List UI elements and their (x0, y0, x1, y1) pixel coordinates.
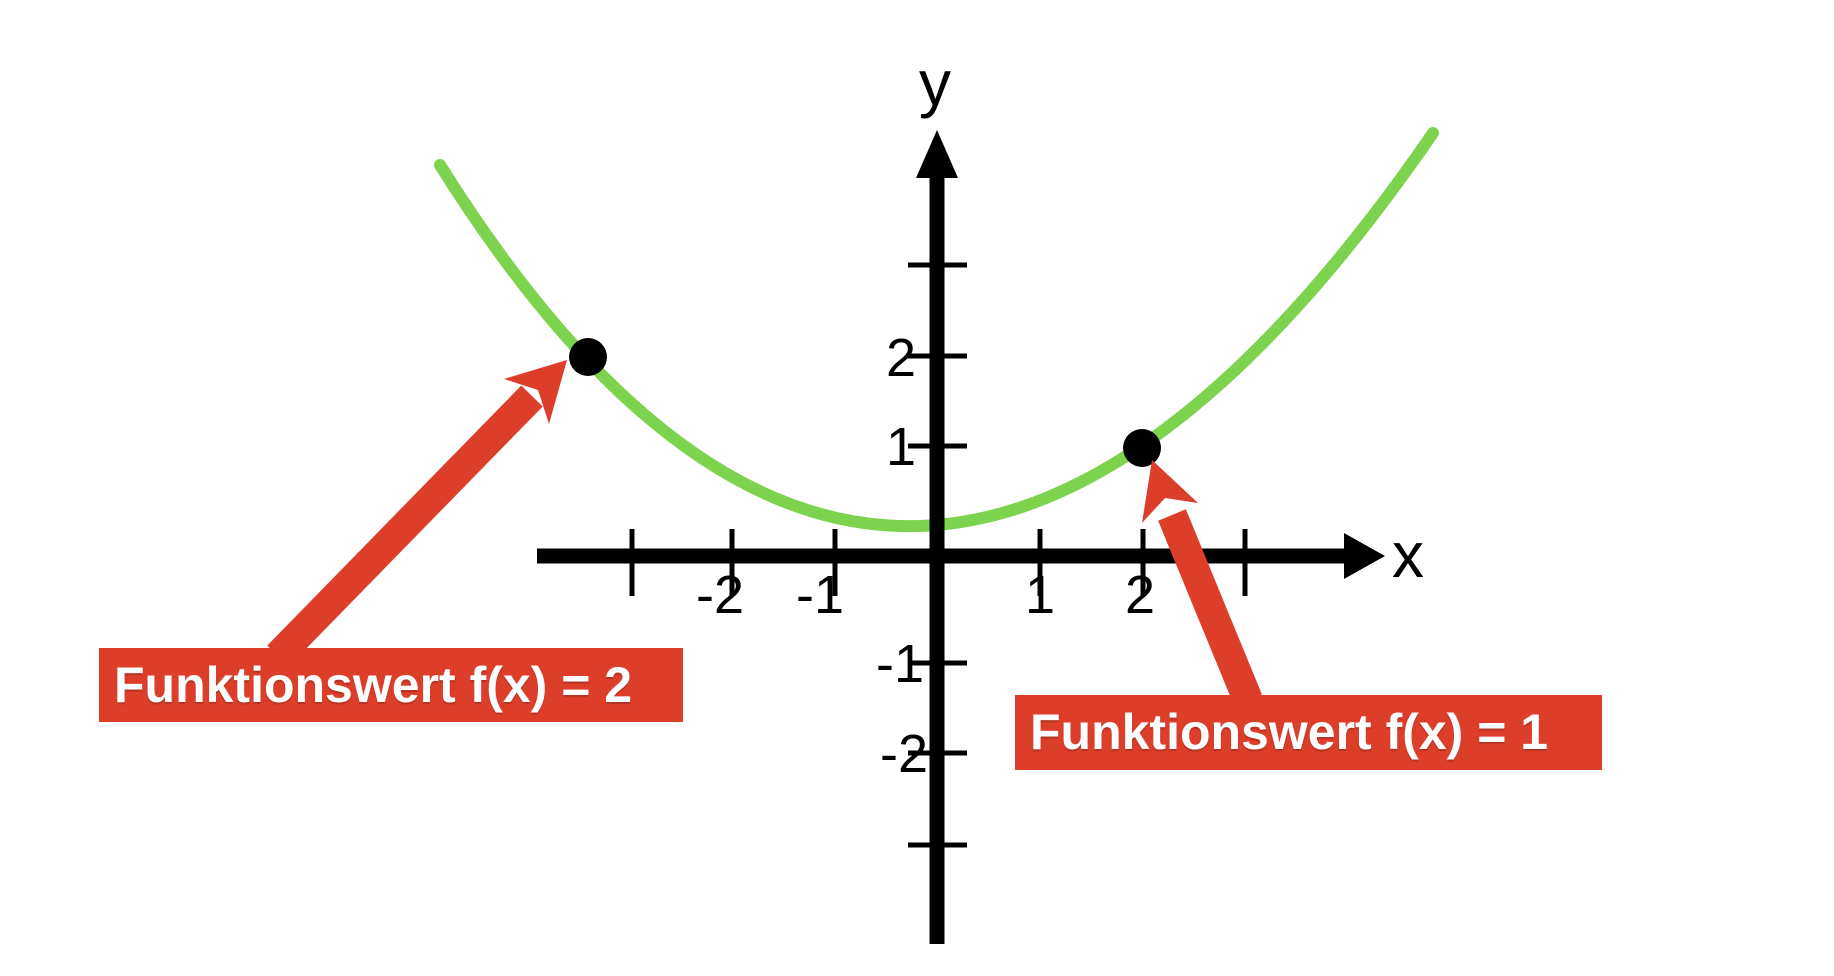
point-fx-equals-2 (569, 338, 607, 376)
x-tick-label-1: 1 (1025, 565, 1055, 625)
callout-funktionswert-2: Funktionswert f(x) = 2 (99, 648, 683, 722)
y-axis-ticks (908, 262, 967, 848)
y-tick-label-minus1: -1 (876, 634, 924, 694)
x-axis-ticks (629, 529, 1248, 596)
x-axis: -2 -1 1 2 x (537, 519, 1424, 625)
y-axis: 2 1 -1 -2 y (876, 47, 967, 944)
x-tick-label-2: 2 (1125, 565, 1155, 625)
arrow-shaft (267, 385, 543, 667)
x-axis-arrowhead-icon (1344, 533, 1385, 579)
y-axis-label: y (919, 47, 951, 119)
annotation-arrow-right (1142, 460, 1262, 706)
arrowhead-icon (504, 360, 567, 424)
y-axis-arrowhead-icon (916, 130, 958, 178)
y-tick-label-1: 1 (886, 417, 916, 477)
point-fx-equals-1 (1123, 429, 1161, 467)
y-tick-label-minus2: -2 (880, 724, 928, 784)
x-tick-label-minus1: -1 (796, 565, 844, 625)
y-tick-label-2: 2 (886, 328, 916, 388)
arrowhead-icon (1142, 460, 1198, 523)
arrow-shaft (1158, 509, 1262, 706)
callout-funktionswert-1: Funktionswert f(x) = 1 (1015, 695, 1602, 770)
x-axis-label: x (1392, 519, 1424, 591)
x-tick-label-minus2: -2 (696, 565, 744, 625)
annotation-arrow-left (267, 360, 567, 667)
